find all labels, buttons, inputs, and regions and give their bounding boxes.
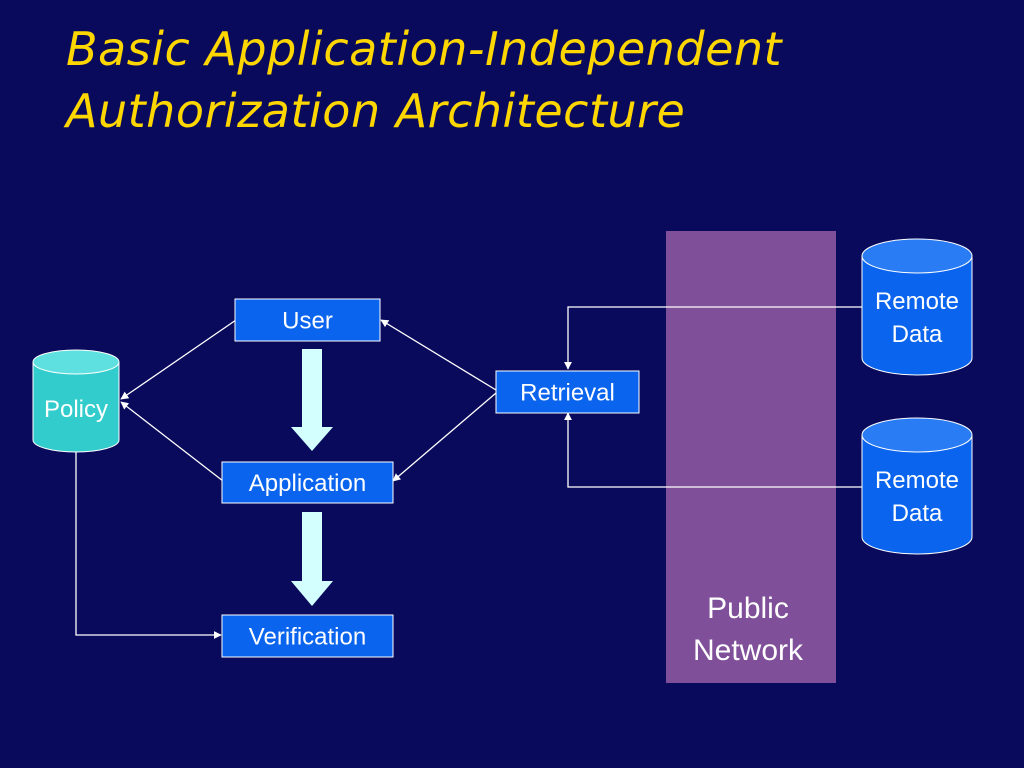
connector-remote-data-2-to-retrieval — [564, 412, 863, 488]
remote-data-database-1-top — [861, 238, 973, 274]
application-label: Application — [249, 470, 366, 497]
connector-user-to-policy — [120, 319, 237, 400]
remote-data-database-2: Remote Data — [861, 417, 973, 555]
retrieval-box: Retrieval — [495, 370, 640, 414]
retrieval-label: Retrieval — [520, 380, 615, 407]
title-line-1: Basic Application-Independent — [66, 22, 783, 76]
public-network-label-line-1: Public — [707, 592, 789, 625]
user-box: User — [234, 298, 381, 342]
verification-label: Verification — [249, 624, 366, 651]
connector-retrieval-to-user — [380, 319, 497, 391]
remote-data-database-2-top — [861, 417, 973, 453]
connector-remote-data-1-to-retrieval — [564, 306, 863, 370]
remote-data-1-label-line-2: Data — [892, 321, 943, 348]
connector-policy-to-verification — [75, 452, 222, 639]
flow-arrow-application-to-verification — [291, 512, 333, 606]
connector-retrieval-to-application — [392, 392, 497, 482]
user-label: User — [282, 308, 333, 335]
public-network-band — [666, 231, 836, 683]
title-line-2: Authorization Architecture — [66, 84, 686, 138]
policy-database-top — [32, 349, 120, 375]
slide-title: Basic Application-Independent Authorizat… — [66, 18, 782, 142]
policy-database: Policy — [32, 349, 120, 453]
flow-arrow-user-to-application — [291, 349, 333, 451]
application-box: Application — [221, 461, 394, 504]
policy-label: Policy — [44, 396, 108, 423]
verification-box: Verification — [221, 614, 394, 658]
connector-application-to-policy — [120, 401, 224, 482]
remote-data-2-label-line-2: Data — [892, 500, 943, 527]
remote-data-2-label-line-1: Remote — [875, 467, 959, 494]
remote-data-database-1: Remote Data — [861, 238, 973, 376]
remote-data-1-label-line-1: Remote — [875, 288, 959, 315]
public-network-label-line-2: Network — [693, 634, 804, 667]
